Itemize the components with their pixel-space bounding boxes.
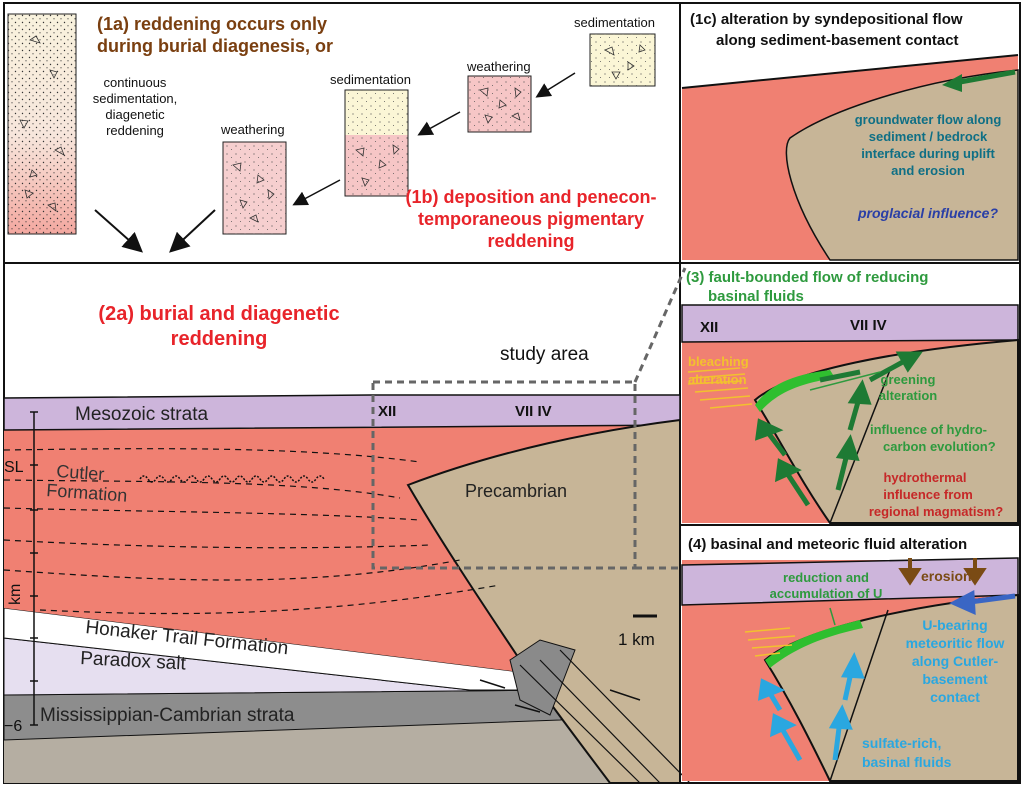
title-1c-line2: along sediment-basement contact — [716, 32, 959, 49]
label-hydrothermal-2: influence from — [883, 487, 973, 502]
column-label-2: sedimentation, — [93, 91, 178, 106]
note-1c: groundwater flow along sediment / bedroc… — [855, 112, 1002, 178]
label-sulfate-1: sulfate-rich, — [862, 735, 941, 751]
column-label-1: continuous — [104, 75, 167, 90]
scale-label: 1 km — [618, 630, 655, 649]
title-2a-line2: reddening — [171, 328, 268, 350]
note-1c-line2: sediment / bedrock — [869, 129, 988, 144]
box-sedimentation-top — [589, 33, 656, 87]
label-greening-1: greening — [881, 372, 936, 387]
label-sedimentation-mid: sedimentation — [330, 72, 411, 87]
process-arrows-1 — [94, 72, 576, 253]
label-reduction-1: reduction and — [783, 570, 869, 585]
title-2a: (2a) burial and diagenetic reddening — [98, 303, 339, 350]
axis-bottom: −6 — [4, 718, 22, 735]
title-1b-line3: reddening — [487, 231, 574, 251]
title-1c: (1c) alteration by syndepositional flow … — [690, 11, 963, 49]
title-1b: (1b) deposition and penecon- temporaneou… — [406, 187, 657, 251]
label-erosion: erosion — [921, 568, 972, 584]
label-study-area: study area — [500, 344, 589, 365]
label-hydrothermal-3: regional magmatism? — [869, 504, 1003, 519]
label-weathering-low: weathering — [220, 122, 285, 137]
label-meteoric-5: contact — [930, 689, 980, 705]
label-cutler: Cutler — [56, 461, 105, 484]
note-1c-line1: groundwater flow along — [855, 112, 1002, 127]
label-xii-2a: XII — [378, 403, 396, 420]
study-area-box — [371, 380, 637, 570]
label-meteoric-3: along Cutler- — [912, 653, 999, 669]
sediment-column — [7, 13, 77, 235]
label-hydrothermal-1: hydrothermal — [883, 470, 966, 485]
box-sedimentation-mid — [344, 89, 409, 197]
label-meteoric-1: U-bearing — [922, 617, 987, 633]
axis-km: km — [7, 584, 24, 605]
label-vii-iv-3: VII IV — [850, 317, 887, 334]
box-weathering-low — [222, 141, 287, 235]
title-1a-line2: during burial diagenesis, or — [97, 36, 333, 56]
panel-4-diagram — [681, 557, 1019, 782]
column-label-4: reddening — [106, 123, 164, 138]
label-greening-2: alteration — [879, 388, 938, 403]
box-weathering-top — [467, 75, 532, 133]
panel-1a-frame — [3, 2, 681, 264]
label-reduction-2: accumulation of U — [770, 586, 883, 601]
label-meteoric-2: meteoritic flow — [906, 635, 1005, 651]
column-label-3: diagenetic — [105, 107, 165, 122]
label-vii-iv-2a: VII IV — [515, 403, 552, 420]
label-bleaching-2: alteration — [688, 372, 747, 387]
title-2a-line1: (2a) burial and diagenetic — [98, 303, 339, 325]
question-1c: proglacial influence? — [857, 205, 998, 221]
title-1b-line2: temporaneous pigmentary — [418, 209, 644, 229]
axis-sl: SL — [4, 459, 24, 476]
label-meteoric: U-bearing meteoritic flow along Cutler- … — [906, 617, 1005, 705]
title-1c-line1: (1c) alteration by syndepositional flow — [690, 11, 963, 28]
label-hydrocarbon-1: influence of hydro- — [870, 422, 987, 437]
title-4: (4) basinal and meteoric fluid alteratio… — [688, 536, 967, 553]
panel-1c-diagram — [681, 54, 1019, 261]
label-sedimentation-top: sedimentation — [574, 15, 655, 30]
note-1c-line3: interface during uplift — [861, 146, 995, 161]
cross-section — [3, 267, 691, 784]
note-1c-line4: and erosion — [891, 163, 965, 178]
label-bleaching-1: bleaching — [688, 354, 749, 369]
label-hydrocarbon-2: carbon evolution? — [883, 439, 996, 454]
label-xii-3: XII — [700, 319, 718, 336]
title-1b-line1: (1b) deposition and penecon- — [406, 187, 657, 207]
title-3-line2: basinal fluids — [708, 288, 804, 305]
label-mesozoic: Mesozoic strata — [75, 404, 208, 425]
label-meteoric-4: basement — [922, 671, 988, 687]
column-label: continuous sedimentation, diagenetic red… — [93, 75, 178, 138]
title-3: (3) fault-bounded flow of reducing basin… — [686, 269, 928, 305]
title-1a-line1: (1a) reddening occurs only — [97, 14, 327, 34]
label-mississippian: Mississippian-Cambrian strata — [40, 705, 295, 726]
label-sulfate-2: basinal fluids — [862, 754, 952, 770]
panel-3-diagram — [681, 304, 1019, 524]
label-precambrian: Precambrian — [465, 481, 567, 501]
title-3-line1: (3) fault-bounded flow of reducing — [686, 269, 928, 286]
label-weathering-top: weathering — [466, 59, 531, 74]
